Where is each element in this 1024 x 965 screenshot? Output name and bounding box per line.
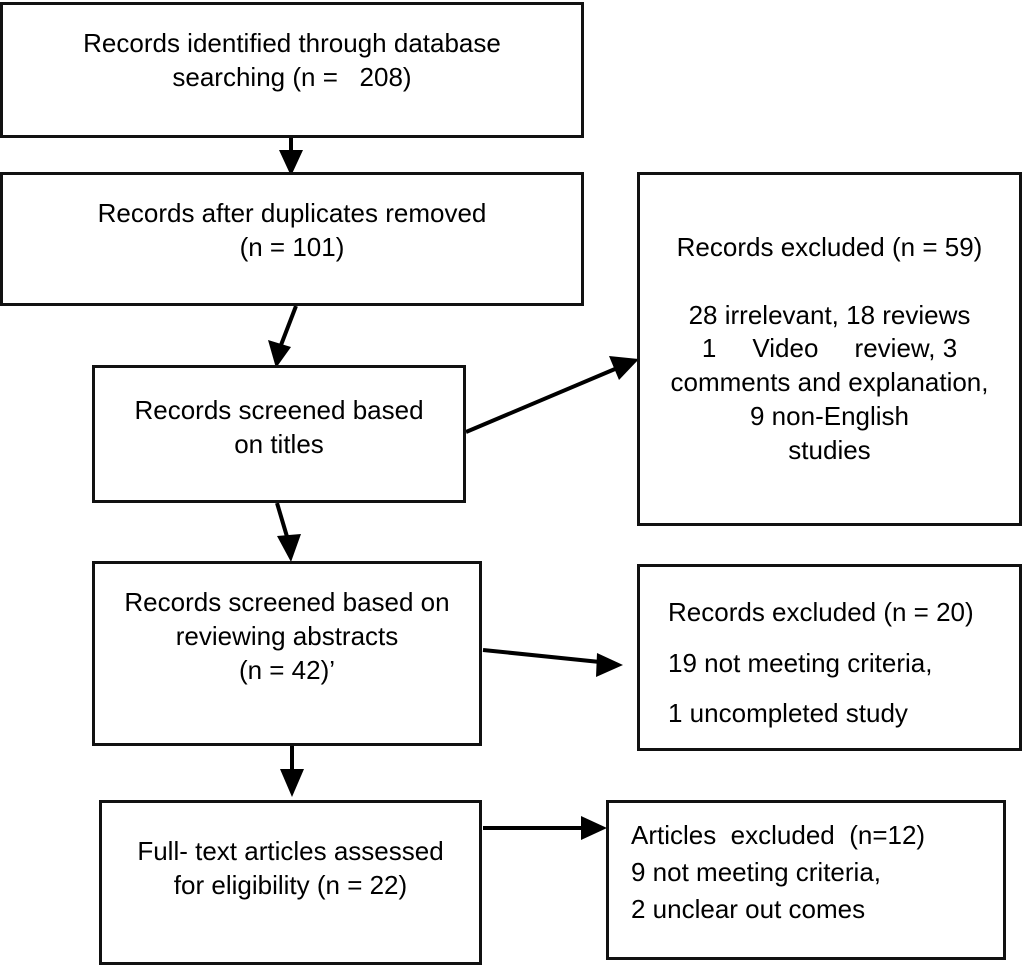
box-records-identified: Records identified through database sear… bbox=[0, 2, 584, 138]
box-articles-excluded-12-label: Articles excluded (n=12) 9 not meeting c… bbox=[631, 820, 926, 924]
box-records-screened-titles: Records screened based on titles bbox=[92, 365, 466, 503]
box-records-screened-titles-label: Records screened based on titles bbox=[134, 395, 424, 459]
box-records-after-duplicates: Records after duplicates removed (n = 10… bbox=[0, 172, 584, 306]
arrow-screened-titles-to-excluded-59 bbox=[465, 356, 639, 434]
arrow-duplicates-to-screened-titles bbox=[268, 305, 298, 368]
box-records-screened-abstracts: Records screened based on reviewing abst… bbox=[92, 561, 482, 746]
box-articles-excluded-12: Articles excluded (n=12) 9 not meeting c… bbox=[606, 800, 1006, 960]
box-records-excluded-20-label: Records excluded (n = 20) 19 not meeting… bbox=[668, 597, 974, 729]
box-records-after-duplicates-label: Records after duplicates removed (n = 10… bbox=[97, 198, 487, 262]
box-records-excluded-20: Records excluded (n = 20) 19 not meeting… bbox=[637, 564, 1022, 751]
arrow-identified-to-duplicates bbox=[279, 138, 303, 176]
box-records-identified-label: Records identified through database sear… bbox=[83, 28, 501, 92]
box-fulltext-articles-assessed-label: Full- text articles assessed for eligibi… bbox=[137, 836, 444, 900]
box-records-excluded-59-label: Records excluded (n = 59) 28 irrelevant,… bbox=[670, 232, 989, 465]
box-fulltext-articles-assessed: Full- text articles assessed for eligibi… bbox=[99, 800, 482, 965]
box-records-excluded-59: Records excluded (n = 59) 28 irrelevant,… bbox=[637, 172, 1022, 526]
arrow-fulltext-to-excluded-12 bbox=[483, 816, 607, 840]
arrow-screened-titles-to-screened-abstracts bbox=[275, 502, 301, 562]
arrow-screened-abstracts-to-fulltext bbox=[280, 746, 304, 797]
arrow-screened-abstracts-to-excluded-20 bbox=[482, 648, 623, 677]
box-records-screened-abstracts-label: Records screened based on reviewing abst… bbox=[124, 587, 450, 685]
